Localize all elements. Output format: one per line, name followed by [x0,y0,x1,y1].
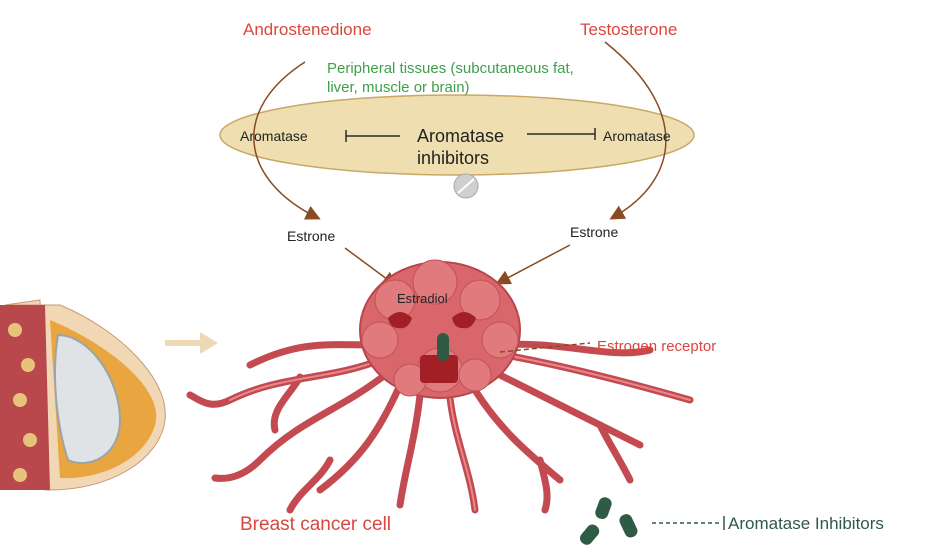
arrow-androstenedione-to-estrone [253,61,321,220]
aromatase-right-label: Aromatase [603,128,671,144]
breast-cancer-cell-label: Breast cancer cell [240,514,391,535]
aromatase-inhibitor-pills-icon [580,497,638,545]
estrogen-receptor-icon [420,333,458,383]
estradiol-label: Estradiol [397,291,448,306]
inhibition-line-left [345,130,400,142]
testosterone-label: Testosterone [580,20,677,39]
peripheral-tissues-label-1: Peripheral tissues (subcutaneous fat, [327,60,574,77]
arrow-estrone-right-to-estradiol [495,244,571,285]
androstenedione-label: Androstenedione [243,20,372,39]
inhibition-line-right [527,128,596,140]
estrone-left-label: Estrone [287,228,335,244]
aromatase-inhibitors-legend-label: Aromatase Inhibitors [728,514,884,533]
peripheral-tissue-ellipse [219,94,695,176]
aromatase-left-label: Aromatase [240,128,308,144]
breast-to-cell-arrow [165,332,218,354]
estradiol-molecules-icon [388,312,476,329]
estrone-right-label: Estrone [570,224,618,240]
aromatase-inhibitors-label-2: inhibitors [417,148,489,168]
pill-icon [453,173,479,199]
aromatase-inhibitors-label-1: Aromatase [417,126,504,146]
receptor-pointer-line [499,342,591,353]
arrow-testosterone-to-estrone [604,41,667,220]
estrogen-receptor-label: Estrogen receptor [597,338,716,355]
tumor-branch-highlights [229,354,691,511]
legend-inhibition-line [652,516,725,530]
peripheral-tissues-label-2: liver, muscle or brain) [327,79,470,96]
breast-illustration [0,299,166,491]
